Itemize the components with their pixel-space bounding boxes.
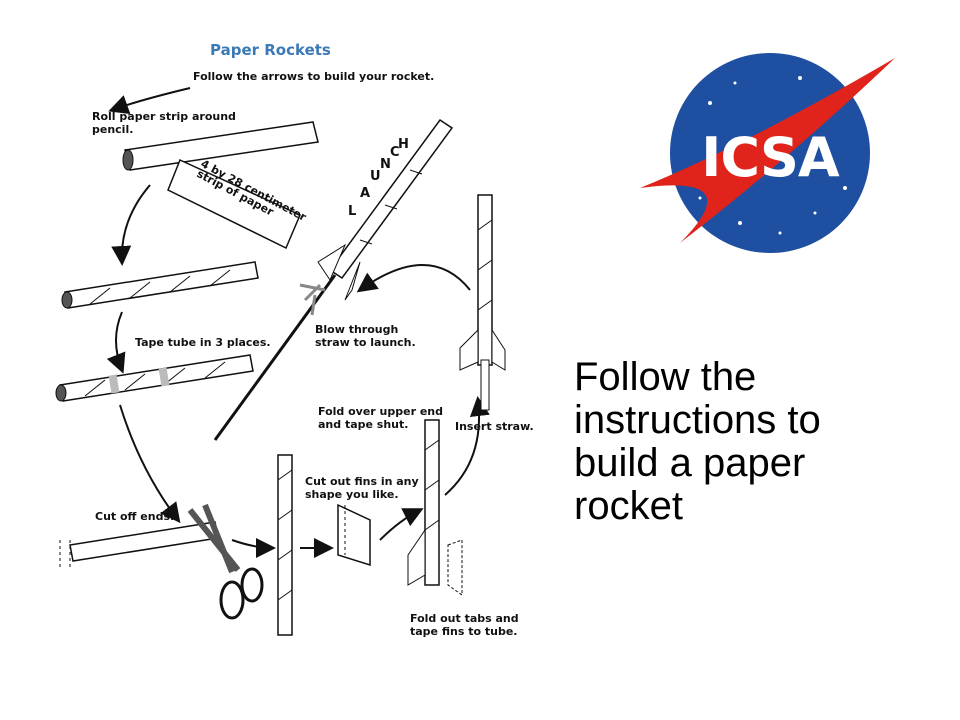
flow-arrow <box>111 184 151 266</box>
flow-arrow <box>106 311 126 374</box>
cut-tube <box>277 454 293 636</box>
launch-letter: N <box>380 157 391 172</box>
taped-tube <box>55 354 254 402</box>
launching-rocket <box>213 118 454 441</box>
step-blow-label-1: Blow through <box>315 323 398 336</box>
slide-caption: Follow the instructions to build a paper… <box>574 356 954 528</box>
flow-arrow <box>108 87 191 115</box>
step-tape-label: Tape tube in 3 places. <box>135 336 271 349</box>
flow-arrow <box>356 264 471 293</box>
step-roll-label-1: Roll paper strip around <box>92 110 236 123</box>
caption-line: rocket <box>574 484 683 528</box>
step-fins-label-2: shape you like. <box>305 488 399 501</box>
step-fold-tabs-label-1: Fold out tabs and <box>410 612 519 625</box>
logo-swoosh <box>640 58 895 243</box>
tube-with-scissors <box>59 503 264 620</box>
diagram-title: Paper Rockets <box>210 41 331 59</box>
caption-line: build a paper <box>574 441 806 485</box>
step-fold-tabs-label-2: tape fins to tube. <box>410 625 517 638</box>
step-roll-label-2: pencil. <box>92 123 133 136</box>
step-fold-top-label-1: Fold over upper end <box>318 405 443 418</box>
flow-arrow <box>231 537 276 558</box>
icsa-logo: ICSA <box>640 53 895 253</box>
launch-letter: U <box>370 169 381 184</box>
pencil-with-strip: 4 by 28 centimeter strip of paper <box>122 121 319 250</box>
diagram-intro: Follow the arrows to build your rocket. <box>193 70 434 83</box>
flow-arrow <box>119 404 181 524</box>
rolled-tube <box>61 261 259 309</box>
step-cut-label: Cut off ends. <box>95 510 174 523</box>
launch-letter: A <box>360 186 370 201</box>
caption-line: Follow the <box>574 355 757 399</box>
paper-fins <box>337 503 371 567</box>
flow-arrow <box>379 508 424 541</box>
step-fold-top-label-2: and tape shut. <box>318 418 408 431</box>
logo-text: ICSA <box>701 126 840 189</box>
launch-letter: L <box>348 204 356 219</box>
caption-line: instructions to <box>574 398 821 442</box>
flow-arrow <box>444 396 490 496</box>
step-insert-straw-label: Insert straw. <box>455 420 534 433</box>
launch-letter: H <box>398 137 409 152</box>
rocket-with-straw <box>459 194 506 411</box>
launch-letter: C <box>390 145 400 160</box>
step-blow-label-2: straw to launch. <box>315 336 416 349</box>
step-fins-label-1: Cut out fins in any <box>305 475 419 488</box>
tube-with-fins <box>407 419 463 596</box>
paper-rocket-diagram: Paper Rockets Follow the arrows to build… <box>55 41 534 638</box>
